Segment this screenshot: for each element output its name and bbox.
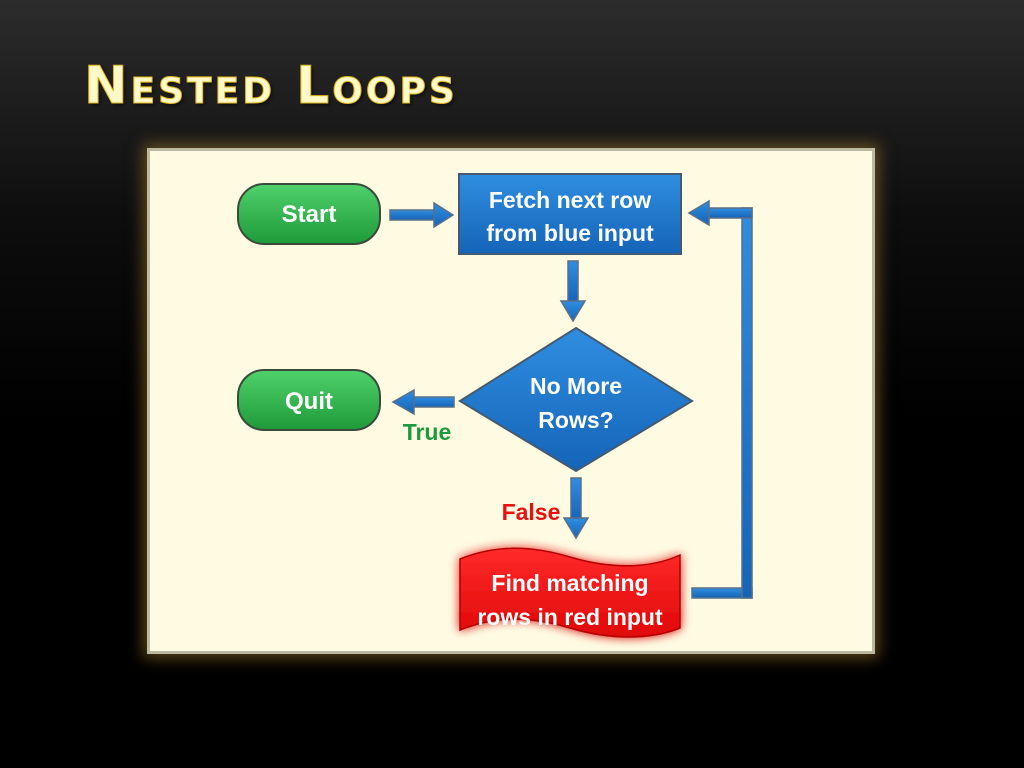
arrow-start-to-fetch [389,201,455,229]
fetch-row-line2: from blue input [486,220,654,246]
find-matching-line1: Find matching [491,570,648,596]
decision-node: No More Rows? [458,326,694,473]
fetch-row-line1: Fetch next row [489,187,651,213]
flowchart: Start Fetch next row from blue input No … [237,173,753,638]
arrow-loop-back-to-fetch [687,199,753,599]
arrow-decision-to-find [562,477,590,540]
decision-line1: No More [530,373,622,399]
arrow-decision-to-quit [391,388,455,416]
quit-node: Quit [237,369,381,431]
quit-label: Quit [285,388,333,415]
decision-line2: Rows? [538,407,613,433]
true-label: True [403,419,452,445]
start-node: Start [237,183,381,245]
slide-title: Nested Loops [84,56,458,116]
find-matching-line2: rows in red input [477,604,663,630]
flowchart-panel: Start Fetch next row from blue input No … [147,148,875,654]
arrow-fetch-to-decision [559,260,587,323]
start-label: Start [282,201,337,228]
fetch-row-node: Fetch next row from blue input [458,173,682,255]
false-label: False [502,499,561,525]
find-matching-node: Find matching rows in red input [459,547,681,638]
